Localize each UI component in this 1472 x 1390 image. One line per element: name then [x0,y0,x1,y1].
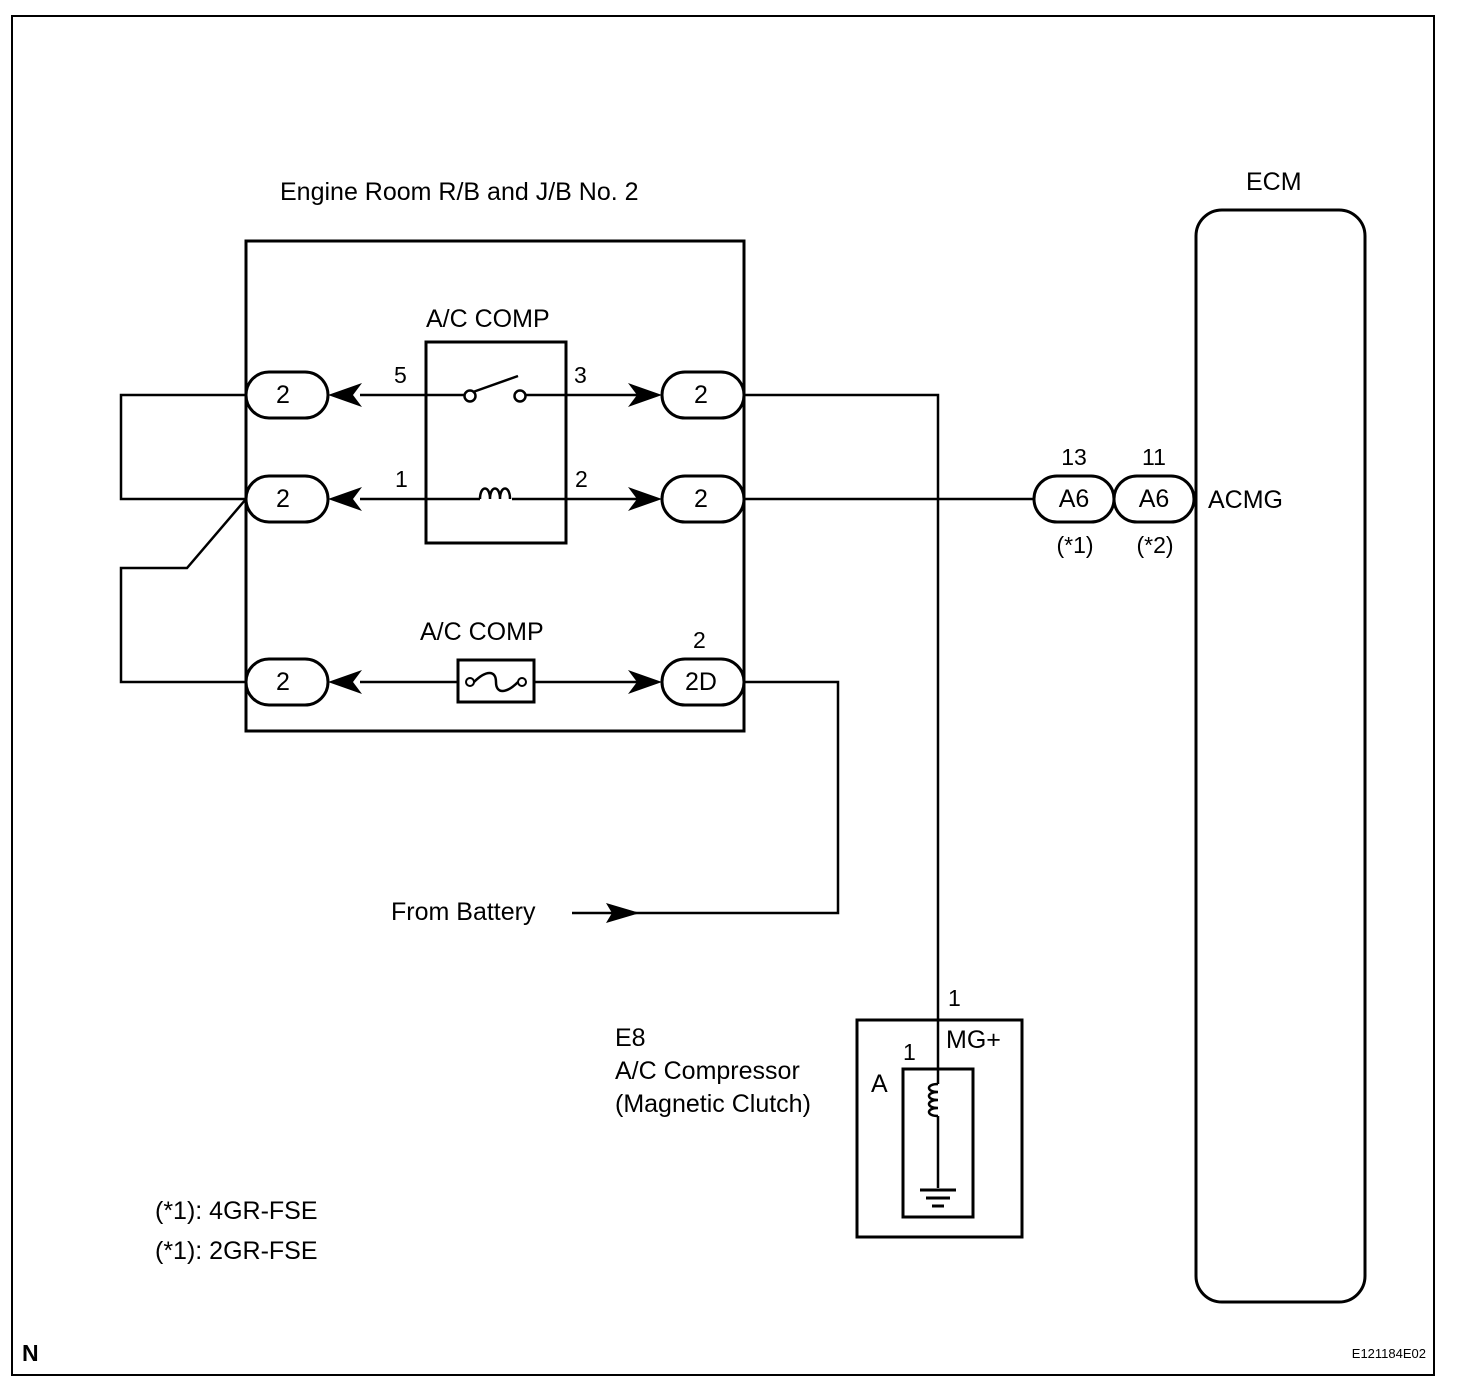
relay-box-title: Engine Room R/B and J/B No. 2 [280,178,639,206]
arrow-icon [628,487,662,511]
compressor-pin-inner: 1 [903,1039,916,1065]
connector-right-top-label: 2 [694,381,708,409]
connector-right-bot-label: 2D [685,668,717,696]
relay [424,340,568,545]
diagram-frame [11,15,1435,1376]
ecm-title: ECM [1246,168,1302,196]
relay-pin-5: 5 [394,362,407,388]
left-arrowheads [328,383,362,694]
arrow-icon [328,487,362,511]
ecm-connector-b-label: A6 [1139,485,1170,513]
connector-left-top-label: 2 [276,381,290,409]
ecm-box [1194,208,1367,1304]
fuse-pin: 2 [693,627,706,653]
compressor-terminal: MG+ [946,1026,1001,1054]
note-2: (*1): 2GR-FSE [155,1237,318,1265]
compressor-pin-outer: 1 [948,985,961,1011]
relay-pin-2: 2 [575,466,588,492]
relay-pin-1: 1 [395,466,408,492]
connector-left-bot-label: 2 [276,668,290,696]
ecm-connector-b-pin: 11 [1142,444,1166,470]
external-wires [119,393,1034,1020]
arrow-icon [628,383,662,407]
compressor-id: E8 [615,1024,646,1052]
corner-marker: N [22,1340,39,1366]
connector-left-mid-label: 2 [276,485,290,513]
coil-icon [478,487,512,500]
battery-label: From Battery [391,898,536,926]
ecm-connector-a-label: A6 [1059,485,1090,513]
battery-arrow-icon [606,903,640,923]
figure-id: E121184E02 [1352,1346,1426,1361]
clutch-coil-icon [927,1082,939,1118]
fuse-label: A/C COMP [420,618,544,646]
switch-icon [463,374,527,403]
ecm-connector-b-note: (*2) [1136,532,1173,558]
ecm-connector-b [1112,474,1196,524]
fuse-icon [456,658,536,704]
right-arrowheads [628,383,662,694]
internal-wires [360,393,640,684]
compressor-sub: (Magnetic Clutch) [615,1090,811,1118]
ground-icon [920,1188,956,1208]
ecm-terminal: ACMG [1208,486,1283,514]
arrow-icon [328,670,362,694]
relay-pin-3: 3 [574,362,587,388]
relay-box [244,239,746,733]
compressor-connector: A [871,1070,888,1098]
ecm-connector-a-note: (*1) [1056,532,1093,558]
ecm-connector-a-pin: 13 [1061,444,1087,470]
relay-label: A/C COMP [426,305,550,333]
arrow-icon [328,383,362,407]
note-1: (*1): 4GR-FSE [155,1197,318,1225]
connector-right-mid-label: 2 [694,485,708,513]
arrow-icon [628,670,662,694]
compressor-name: A/C Compressor [615,1057,800,1085]
